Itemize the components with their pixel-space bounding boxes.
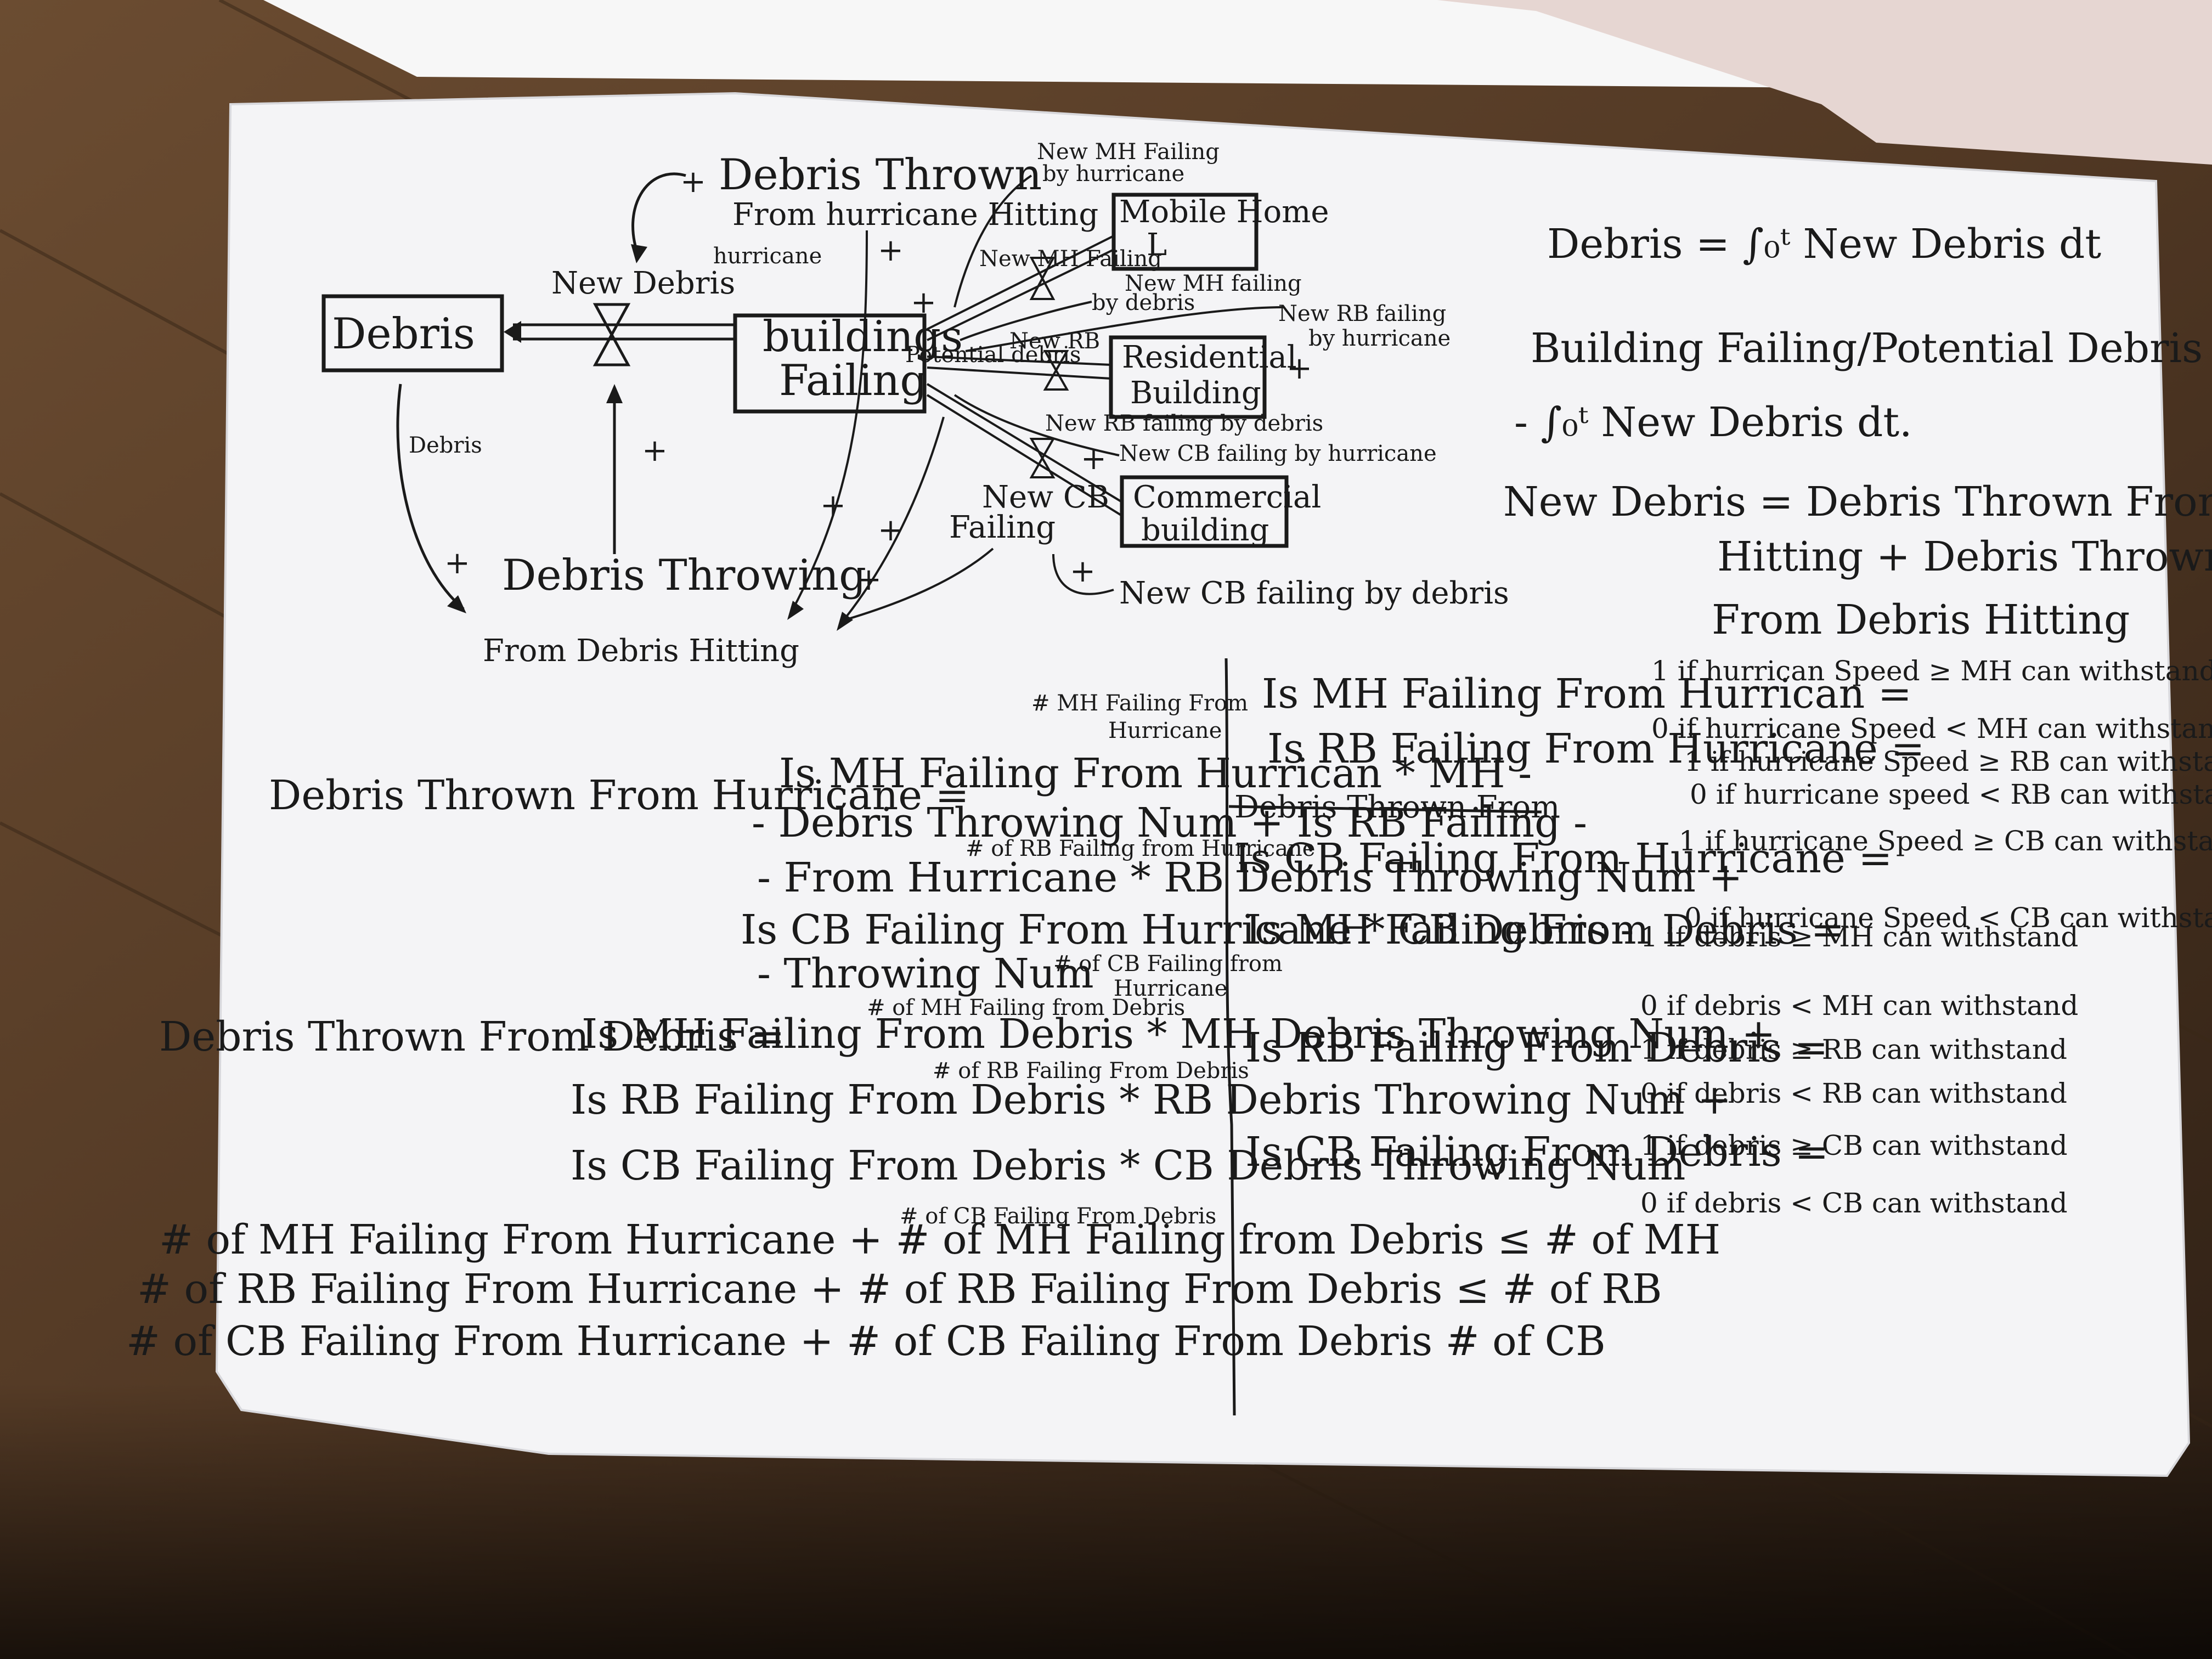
svg-text:+: +	[1081, 441, 1107, 477]
anno-cb-debris: # of CB Failing From Debris	[900, 1204, 1216, 1229]
commercial-label-1: Commercial	[1133, 479, 1321, 515]
debris-thrown-label-1: Debris Thrown	[719, 150, 1042, 200]
cond-mh-debris-label: Is MH Failing From Debris =	[1245, 906, 1845, 953]
cond-rb-debris-0: 0 if debris < RB can withstand	[1640, 1077, 2067, 1109]
mobile-home-label: Mobile Home	[1119, 194, 1329, 230]
svg-text:+: +	[444, 545, 470, 581]
eq-debris: Debris = ∫₀ᵗ New Debris dt	[1547, 221, 2101, 268]
cond-rb-hurricane-1: 1 if hurricane Speed ≥ RB can withstand	[1684, 746, 2212, 777]
buildings-failing-stock	[733, 313, 927, 414]
strike-line	[1228, 805, 1542, 814]
cond-cb-hurricane-label: Is CB Failing From Hurricane =	[1234, 835, 1892, 882]
cond-rb-hurricane-label: Is RB Failing From Hurricane =	[1267, 725, 1925, 772]
new-cb-label-2: Failing	[949, 510, 1056, 545]
buildings-failing-label-2: Failing	[779, 356, 927, 405]
new-cb-failing-debris: New CB failing by debris	[1119, 575, 1509, 611]
cond-mh-hurricane-label: Is MH Failing From Hurrican =	[1262, 670, 1912, 718]
cond-cb-hurricane-1: 1 if hurricane Speed ≥ CB can withstand	[1679, 825, 2212, 857]
svg-text:+: +	[878, 233, 904, 268]
new-debris-valve	[592, 303, 631, 366]
right-equations: Debris = ∫₀ᵗ New Debris dt Building Fail…	[1503, 221, 2212, 644]
svg-text:+: +	[820, 488, 846, 523]
anno-mh-hurricane-2: Hurricane	[1108, 718, 1222, 743]
mobile-home-sub: L	[1147, 227, 1167, 263]
mobile-home-stock	[1111, 193, 1259, 271]
cond-rb-debris-label: Is RB Failing From Debris =	[1245, 1024, 1828, 1071]
debris-throwing-label-1: Debris Throwing	[502, 551, 866, 600]
new-mh-failing-debris-2: by debris	[1092, 290, 1195, 315]
new-mh-failing-debris-1: New MH failing	[1125, 271, 1302, 296]
cond-cb-debris-0: 0 if debris < CB can withstand	[1640, 1187, 2068, 1219]
new-mh-failing-hurricane-1: New MH Failing	[1037, 139, 1220, 165]
thrown-debris-1: Is MH Failing From Debris * MH Debris Th…	[582, 1011, 1776, 1058]
new-rb-failing-valve	[1043, 350, 1069, 391]
cond-cb-debris-label: Is CB Failing From Debris =	[1245, 1128, 1829, 1176]
cond-mh-hurricane-0: 0 if hurricane Speed < MH can withstand	[1651, 713, 2212, 744]
new-cb-failing-valve	[1029, 438, 1056, 478]
debris-thrown-label-2: From hurricane Hitting	[732, 197, 1098, 233]
new-cb-failing-hurricane: New CB failing by hurricane	[1119, 441, 1437, 466]
svg-text:+: +	[911, 285, 936, 320]
cond-cb-hurricane-0: 0 if hurricane Speed < CB can withstand	[1684, 902, 2212, 934]
svg-text:+: +	[878, 512, 904, 548]
new-mh-failing-hurricane-2: by hurricane	[1042, 161, 1184, 187]
residential-building-stock	[1109, 335, 1267, 419]
new-rb-failing-hurricane-2: by hurricane	[1308, 326, 1451, 351]
anno-cb-hurricane-1: # of CB Failing from	[1053, 951, 1283, 977]
commercial-label-2: building	[1141, 512, 1269, 548]
svg-text:+: +	[1286, 351, 1312, 386]
anno-rb-debris: # of RB Failing From Debris	[933, 1058, 1249, 1084]
cond-rb-hurricane-0: 0 if hurricane speed < RB can withstand	[1690, 778, 2212, 810]
debris-stock-label: Debris	[332, 309, 475, 359]
svg-text:+: +	[680, 164, 706, 200]
svg-text:+: +	[642, 433, 668, 469]
constraint-mh: # of MH Failing From Hurricane + # of MH…	[159, 1216, 1720, 1263]
thrown-hurricane-label: Debris Thrown From Hurricane =	[269, 772, 969, 819]
svg-text:+: +	[856, 562, 882, 597]
svg-text:+: +	[1070, 554, 1096, 589]
eq-new-debris-1: New Debris = Debris Thrown From Hurrican…	[1503, 478, 2212, 526]
commercial-building-stock	[1120, 475, 1289, 548]
thrown-debris-label: Debris Thrown From Debris =	[159, 1013, 785, 1060]
thrown-hurricane-3: - From Hurricane * RB Debris Throwing Nu…	[757, 854, 1742, 901]
debris-stock	[321, 294, 504, 373]
new-rb-failing-debris: New RB failing by debris	[1045, 411, 1323, 436]
new-mh-failing-label: New MH Failing	[979, 246, 1162, 272]
debris-link-label: Debris	[409, 433, 482, 458]
thrown-debris-2: Is RB Failing From Debris * RB Debris Th…	[571, 1076, 1731, 1124]
eq-new-debris-3: From Debris Hitting	[1712, 596, 2130, 644]
residential-label-1: Residential	[1122, 340, 1297, 375]
constraint-cb: # of CB Failing From Hurricane + # of CB…	[126, 1318, 1606, 1365]
left-equations: # MH Failing From Hurricane Debris Throw…	[126, 691, 1776, 1365]
new-rb-failing-hurricane-1: New RB failing	[1278, 301, 1446, 326]
cond-cb-debris-1: 1 if debris ≥ CB can withstand	[1640, 1130, 2068, 1161]
divider-line	[1224, 658, 1236, 1416]
eq-building-failing-2: - ∫₀ᵗ New Debris dt.	[1514, 399, 1912, 446]
new-debris-flow-label: New Debris	[551, 266, 735, 301]
hurricane-label: hurricane	[713, 244, 822, 269]
thrown-hurricane-4: Is CB Failing From Hurricane * CB Debris…	[741, 906, 1634, 953]
new-cb-label-1: New CB	[982, 479, 1109, 515]
anno-mh-hurricane-1: # MH Failing From	[1031, 691, 1248, 716]
residential-label-2: Building	[1130, 375, 1261, 411]
cond-rb-debris-1: 1 if debris ≥ RB can withstand	[1640, 1034, 2067, 1065]
thrown-hurricane-2: - Debris Throwing Num + Is RB Failing -	[752, 799, 1587, 847]
thrown-hurricane-5: - Throwing Num	[757, 950, 1094, 997]
eq-building-failing-1: Building Failing/Potential Debris =	[1531, 325, 2212, 372]
failure-conditions: Is MH Failing From Hurrican = 1 if hurri…	[1234, 655, 2212, 1219]
thrown-hurricane-1: Is MH Failing From Hurrican * MH -	[779, 750, 1532, 797]
anno-rb-hurricane: # of RB Failing from Hurricane	[966, 836, 1315, 861]
cond-mh-hurricane-1: 1 if hurrican Speed ≥ MH can withstand	[1651, 655, 2212, 687]
anno-mh-debris: # of MH Failing from Debris	[867, 995, 1185, 1020]
debris-throwing-label-2: From Debris Hitting	[483, 633, 799, 669]
cond-mh-debris-0: 0 if debris < MH can withstand	[1640, 990, 2078, 1022]
cond-mh-debris-1: 1 if debris ≥ MH can withstand	[1640, 921, 2078, 953]
new-mh-failing-valve	[1029, 257, 1056, 300]
thrown-debris-3: Is CB Failing From Debris * CB Debris Th…	[571, 1142, 1685, 1189]
constraint-rb: # of RB Failing From Hurricane + # of RB…	[137, 1266, 1662, 1313]
stock-flow-diagram: Debris buildings Failing Potential debri…	[321, 139, 1509, 669]
anno-cb-hurricane-2: Hurricane	[1114, 976, 1227, 1001]
eq-new-debris-2: Hitting + Debris Thrown	[1717, 533, 2212, 580]
